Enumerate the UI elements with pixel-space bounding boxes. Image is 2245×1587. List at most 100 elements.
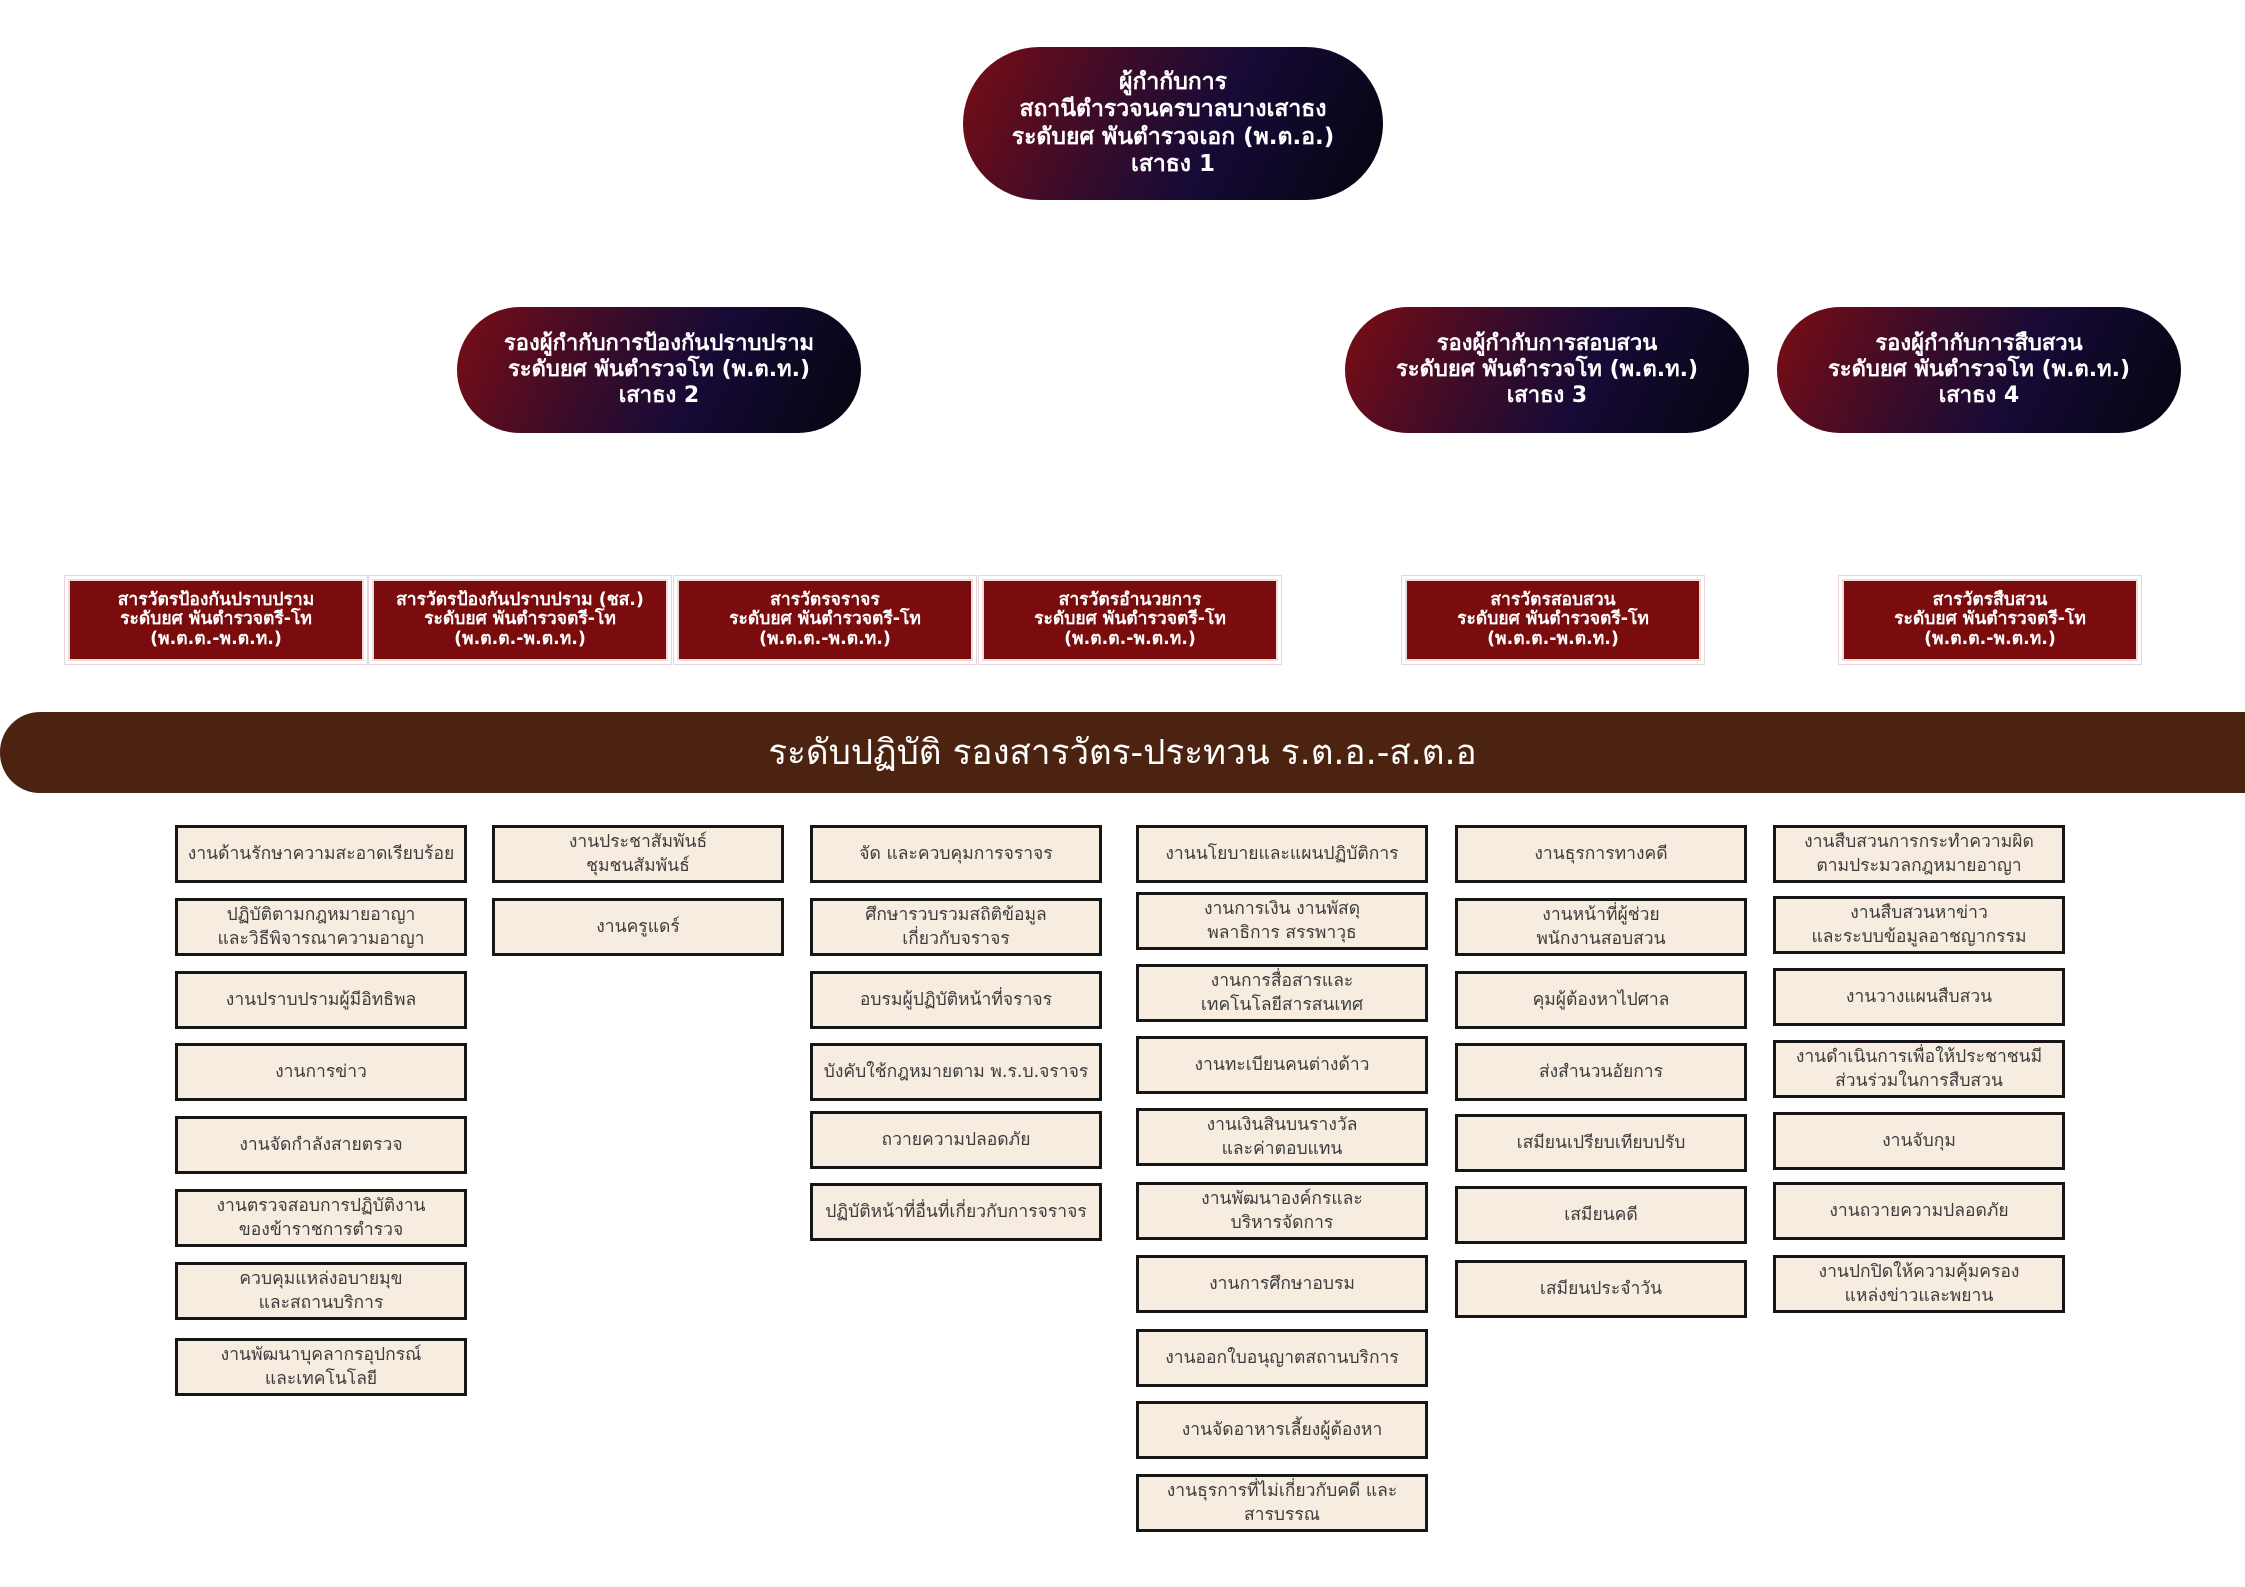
deputy-node-prevention: รองผู้กำกับการป้องกันปราบปราม ระดับยศ พั… xyxy=(457,307,861,433)
task-box: งานออกใบอนุญาตสถานบริการ xyxy=(1136,1329,1428,1387)
task-box: งานสืบสวนหาข่าว และระบบข้อมูลอาชญากรรม xyxy=(1773,896,2065,954)
inspector-line: (พ.ต.ต.-พ.ต.ท.) xyxy=(1924,628,2056,649)
task-box: งานปกปิดให้ความคุ้มครอง แหล่งข่าวและพยาน xyxy=(1773,1255,2065,1313)
deputy-line: เสาธง 3 xyxy=(1506,382,1588,408)
inspector-line: สารวัตรสอบสวน xyxy=(1490,589,1616,610)
task-box: บังคับใช้กฎหมายตาม พ.ร.บ.จราจร xyxy=(810,1043,1102,1101)
inspector-line: (พ.ต.ต.-พ.ต.ท.) xyxy=(759,628,891,649)
inspector-line: (พ.ต.ต.-พ.ต.ท.) xyxy=(150,628,282,649)
task-box: งานพัฒนาองค์กรและ บริหารจัดการ xyxy=(1136,1182,1428,1240)
chief-line: ผู้กำกับการ xyxy=(1118,69,1228,96)
task-label: งานพัฒนาองค์กรและ บริหารจัดการ xyxy=(1201,1188,1363,1234)
task-label: ปฏิบัติหน้าที่อื่นที่เกี่ยวกับการจราจร xyxy=(825,1201,1087,1222)
task-label: งานดำเนินการเพื่อให้ประชาชนมี ส่วนร่วมใน… xyxy=(1795,1046,2043,1092)
task-box: งานการศึกษาอบรม xyxy=(1136,1255,1428,1313)
deputy-line: รองผู้กำกับการป้องกันปราบปราม xyxy=(503,331,815,357)
task-label: งานทะเบียนคนต่างด้าว xyxy=(1194,1054,1370,1075)
task-label: งานจับกุม xyxy=(1882,1130,1956,1151)
task-box: งานพัฒนาบุคลากรอุปกรณ์ และเทคโนโลยี xyxy=(175,1338,467,1396)
inspector-line: สารวัตรสืบสวน xyxy=(1932,589,2048,610)
inspector-node: สารวัตรจราจร ระดับยศ พันตำรวจตรี-โท (พ.ต… xyxy=(677,579,973,661)
task-box: งานนโยบายและแผนปฏิบัติการ xyxy=(1136,825,1428,883)
deputy-line: เสาธง 4 xyxy=(1938,382,2020,408)
task-label: เสมียนคดี xyxy=(1564,1204,1638,1225)
task-box: งานดำเนินการเพื่อให้ประชาชนมี ส่วนร่วมใน… xyxy=(1773,1040,2065,1098)
inspector-node: สารวัตรป้องกันปราบปราม (ชส.) ระดับยศ พัน… xyxy=(372,579,668,661)
deputy-line: ระดับยศ พันตำรวจโท (พ.ต.ท.) xyxy=(1827,357,2131,383)
task-label: งานการสื่อสารและ เทคโนโลยีสารสนเทศ xyxy=(1200,970,1364,1016)
task-label: งานธุรการทางคดี xyxy=(1534,843,1668,864)
task-box: งานการเงิน งานพัสดุ พลาธิการ สรรพาวุธ xyxy=(1136,892,1428,950)
task-label: ส่งสำนวนอัยการ xyxy=(1538,1061,1664,1082)
inspector-node: สารวัตรป้องกันปราบปราม ระดับยศ พันตำรวจต… xyxy=(68,579,364,661)
task-label: งานออกใบอนุญาตสถานบริการ xyxy=(1165,1347,1399,1368)
task-label: ปฏิบัติตามกฎหมายอาญา และวิธีพิจารณาความอ… xyxy=(217,904,425,950)
task-label: ถวายความปลอดภัย xyxy=(881,1129,1031,1150)
task-label: งานนโยบายและแผนปฏิบัติการ xyxy=(1165,843,1399,864)
inspector-line: ระดับยศ พันตำรวจตรี-โท xyxy=(424,609,616,630)
deputy-line: รองผู้กำกับการสอบสวน xyxy=(1436,331,1658,357)
deputy-line: รองผู้กำกับการสืบสวน xyxy=(1875,331,2083,357)
inspector-line: สารวัตรอำนวยการ xyxy=(1058,589,1202,610)
inspector-line: สารวัตรจราจร xyxy=(770,589,880,610)
task-box: งานด้านรักษาความสะอาดเรียบร้อย xyxy=(175,825,467,883)
task-label: งานประชาสัมพันธ์ ชุมชนสัมพันธ์ xyxy=(568,831,708,877)
chief-line: ระดับยศ พันตำรวจเอก (พ.ต.อ.) xyxy=(1011,123,1335,150)
task-label: งานตรวจสอบการปฏิบัติงาน ของข้าราชการตำรว… xyxy=(216,1195,426,1241)
task-label: งานพัฒนาบุคลากรอุปกรณ์ และเทคโนโลยี xyxy=(220,1344,422,1390)
deputy-node-investigation: รองผู้กำกับการสืบสวน ระดับยศ พันตำรวจโท … xyxy=(1777,307,2181,433)
task-box: จัด และควบคุมการจราจร xyxy=(810,825,1102,883)
task-box: งานการสื่อสารและ เทคโนโลยีสารสนเทศ xyxy=(1136,964,1428,1022)
inspector-line: (พ.ต.ต.-พ.ต.ท.) xyxy=(454,628,586,649)
task-label: งานปราบปรามผู้มีอิทธิพล xyxy=(225,989,417,1010)
chief-line: เสาธง 1 xyxy=(1130,150,1216,177)
inspector-line: สารวัตรป้องกันปราบปราม (ชส.) xyxy=(396,589,644,610)
inspector-line: สารวัตรป้องกันปราบปราม xyxy=(117,589,315,610)
chief-line: สถานีตำรวจนครบาลบางเสาธง xyxy=(1019,96,1327,123)
task-label: งานการศึกษาอบรม xyxy=(1209,1273,1355,1294)
inspector-node: สารวัตรสอบสวน ระดับยศ พันตำรวจตรี-โท (พ.… xyxy=(1405,579,1701,661)
inspector-line: ระดับยศ พันตำรวจตรี-โท xyxy=(1457,609,1649,630)
task-label: งานหน้าที่ผู้ช่วย พนักงานสอบสวน xyxy=(1536,904,1666,950)
task-label: งานจัดกำลังสายตรวจ xyxy=(239,1134,403,1155)
chief-node: ผู้กำกับการ สถานีตำรวจนครบาลบางเสาธง ระด… xyxy=(963,47,1383,200)
task-box: ถวายความปลอดภัย xyxy=(810,1111,1102,1169)
task-label: งานสืบสวนการกระทำความผิด ตามประมวลกฎหมาย… xyxy=(1804,831,2034,877)
task-box: งานการข่าว xyxy=(175,1043,467,1101)
task-box: งานธุรการทางคดี xyxy=(1455,825,1747,883)
task-box: งานตรวจสอบการปฏิบัติงาน ของข้าราชการตำรว… xyxy=(175,1189,467,1247)
task-label: งานด้านรักษาความสะอาดเรียบร้อย xyxy=(187,843,455,864)
task-box: คุมผู้ต้องหาไปศาล xyxy=(1455,971,1747,1029)
task-box: เสมียนคดี xyxy=(1455,1186,1747,1244)
task-label: ควบคุมแหล่งอบายมุข และสถานบริการ xyxy=(239,1268,403,1314)
task-box: งานธุรการที่ไม่เกี่ยวกับคดี และ สารบรรณ xyxy=(1136,1474,1428,1532)
task-label: งานจัดอาหารเลี้ยงผู้ต้องหา xyxy=(1181,1419,1383,1440)
band-title: ระดับปฏิบัติ รองสารวัตร-ประทวน ร.ต.อ.-ส.… xyxy=(768,733,1477,773)
task-label: งานปกปิดให้ความคุ้มครอง แหล่งข่าวและพยาน xyxy=(1818,1261,2020,1307)
inspector-line: (พ.ต.ต.-พ.ต.ท.) xyxy=(1487,628,1619,649)
task-label: งานถวายความปลอดภัย xyxy=(1829,1200,2009,1221)
task-label: งานวางแผนสืบสวน xyxy=(1845,986,1993,1007)
inspector-line: ระดับยศ พันตำรวจตรี-โท xyxy=(1894,609,2086,630)
task-box: เสมียนเปรียบเทียบปรับ xyxy=(1455,1114,1747,1172)
operational-level-band: ระดับปฏิบัติ รองสารวัตร-ประทวน ร.ต.อ.-ส.… xyxy=(0,712,2245,793)
task-label: คุมผู้ต้องหาไปศาล xyxy=(1532,989,1670,1010)
task-box: งานจัดกำลังสายตรวจ xyxy=(175,1116,467,1174)
task-box: ศึกษารวบรวมสถิติข้อมูล เกี่ยวกับจราจร xyxy=(810,898,1102,956)
task-label: งานธุรการที่ไม่เกี่ยวกับคดี และ สารบรรณ xyxy=(1166,1480,1398,1526)
task-box: งานถวายความปลอดภัย xyxy=(1773,1182,2065,1240)
deputy-line: ระดับยศ พันตำรวจโท (พ.ต.ท.) xyxy=(1395,357,1699,383)
inspector-node: สารวัตรอำนวยการ ระดับยศ พันตำรวจตรี-โท (… xyxy=(982,579,1278,661)
task-box: งานเงินสินบนรางวัล และค่าตอบแทน xyxy=(1136,1108,1428,1166)
deputy-line: เสาธง 2 xyxy=(618,382,700,408)
task-box: งานหน้าที่ผู้ช่วย พนักงานสอบสวน xyxy=(1455,898,1747,956)
task-box: งานสืบสวนการกระทำความผิด ตามประมวลกฎหมาย… xyxy=(1773,825,2065,883)
inspector-line: ระดับยศ พันตำรวจตรี-โท xyxy=(120,609,312,630)
task-label: งานเงินสินบนรางวัล และค่าตอบแทน xyxy=(1206,1114,1358,1160)
task-box: ควบคุมแหล่งอบายมุข และสถานบริการ xyxy=(175,1262,467,1320)
task-label: เสมียนประจำวัน xyxy=(1539,1278,1663,1299)
task-label: จัด และควบคุมการจราจร xyxy=(859,843,1053,864)
task-label: งานสืบสวนหาข่าว และระบบข้อมูลอาชญากรรม xyxy=(1811,902,2027,948)
task-box: งานครูแดร์ xyxy=(492,898,784,956)
task-box: ส่งสำนวนอัยการ xyxy=(1455,1043,1747,1101)
